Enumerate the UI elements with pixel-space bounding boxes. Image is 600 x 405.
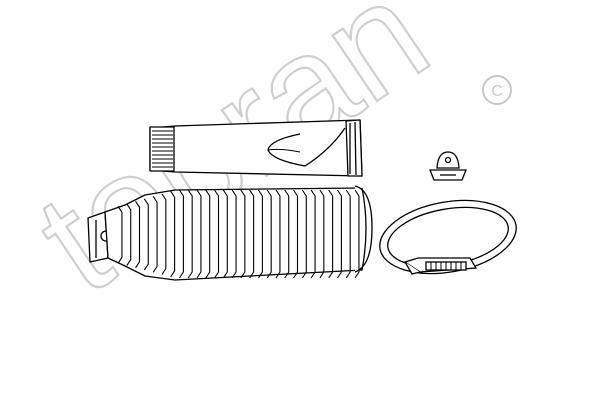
bellows-pleat <box>319 189 325 279</box>
bellows-pleat <box>143 198 149 271</box>
bellows-pleat <box>249 189 255 279</box>
copyright-letter: C <box>491 83 503 100</box>
bellows-pleat <box>284 189 290 279</box>
bellows-pleat <box>293 189 299 279</box>
bellows-pleat <box>266 189 272 279</box>
bellows-pleat <box>345 189 351 279</box>
copyright-icon: C <box>482 75 512 105</box>
bellows-pleat <box>240 189 246 279</box>
bellows-pleat <box>214 189 220 279</box>
bellows-pleat <box>178 189 184 279</box>
bellows-pleat <box>187 189 193 279</box>
bellows-pleat <box>275 189 281 279</box>
bellows-pleat <box>328 189 334 279</box>
bellows-pleat <box>336 189 342 279</box>
bellows-pleat <box>310 189 316 279</box>
bellows-pleat <box>152 195 158 273</box>
bellows-pleat <box>126 203 132 266</box>
bellows-pleat <box>231 189 237 279</box>
bellows-pleat <box>205 189 211 279</box>
bellows-pleat <box>301 189 307 279</box>
bellows-pleat <box>354 189 360 279</box>
bellows-pleat <box>170 190 176 278</box>
grease-tube-icon <box>149 119 363 177</box>
bellows-pleats <box>117 189 360 279</box>
bellows-pleat <box>135 200 141 269</box>
bellows-pleat <box>161 193 167 275</box>
bellows-pleat <box>117 205 123 264</box>
bellows-pleat <box>257 189 263 279</box>
bellows-pleat <box>222 189 228 279</box>
bellows-pleat <box>196 189 202 279</box>
clamp-band-icon <box>379 199 517 275</box>
clip-icon <box>429 151 467 181</box>
